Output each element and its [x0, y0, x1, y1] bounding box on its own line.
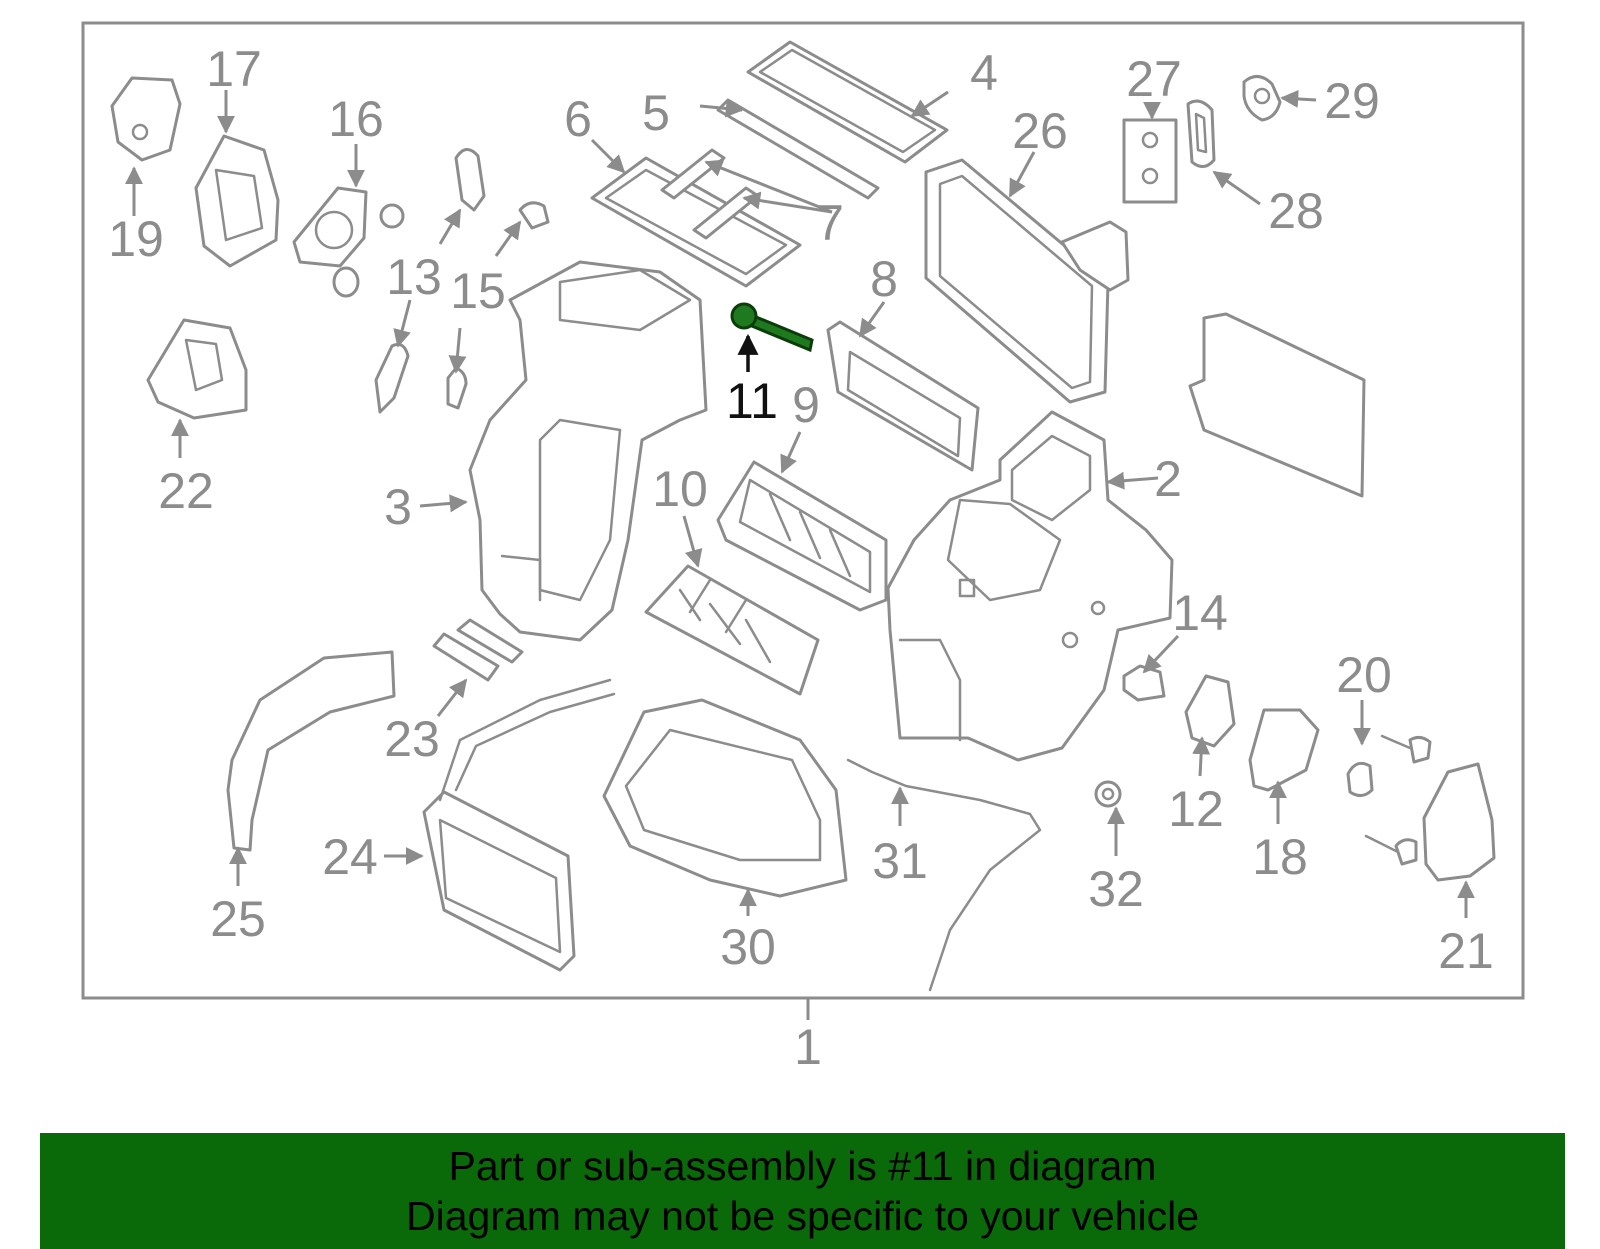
part-30-lower-case [602, 698, 848, 898]
callout-5: 5 [642, 85, 670, 141]
part-4-filter [746, 40, 949, 164]
part-11-highlighted [730, 302, 814, 353]
callout-16: 16 [328, 91, 384, 147]
callout-28: 28 [1268, 183, 1324, 239]
part-27-plate [1122, 118, 1178, 204]
part-24-heater-core [422, 678, 616, 972]
part-insulation-panel [1188, 312, 1366, 498]
part-26-evaporator [924, 158, 1130, 404]
callout-12: 12 [1168, 781, 1224, 837]
callout-18: 18 [1252, 829, 1308, 885]
part-14-piece [1122, 664, 1166, 702]
part-10-filter [644, 564, 820, 696]
part-32-plug [1094, 780, 1122, 808]
part-21-bracket [1422, 762, 1496, 882]
part-9-door [716, 460, 888, 612]
part-13-lever-upper [454, 148, 486, 212]
part-15-link-lower [446, 366, 468, 410]
callout-31: 31 [872, 833, 928, 889]
callout-15: 15 [450, 263, 506, 319]
callout-13: 13 [386, 249, 442, 305]
callout-23: 23 [384, 711, 440, 767]
part-31-hose [846, 758, 1042, 992]
callout-21: 21 [1438, 923, 1494, 979]
callout-14: 14 [1172, 585, 1228, 641]
part-12-actuator [1184, 674, 1236, 748]
part-25-duct [226, 650, 396, 852]
callout-11: 11 [726, 373, 778, 429]
callout-25: 25 [210, 891, 266, 947]
callout-26: 26 [1012, 103, 1068, 159]
part-15-link-upper [518, 201, 550, 230]
callout-19: 19 [108, 211, 164, 267]
callout-labels: 1 2 3 4 5 6 7 8 9 10 11 12 13 14 15 16 1… [108, 41, 1494, 1075]
part-20-fasteners [1346, 734, 1432, 866]
callout-8: 8 [870, 251, 898, 307]
callout-32: 32 [1088, 861, 1144, 917]
banner-line-part: Part or sub-assembly is #11 in diagram [448, 1143, 1157, 1189]
part-28-grommet [1186, 99, 1216, 168]
callout-20: 20 [1336, 647, 1392, 703]
callout-29: 29 [1324, 73, 1380, 129]
callout-7: 7 [816, 195, 844, 251]
part-13-lever-lower [374, 342, 410, 414]
callout-1: 1 [794, 1019, 822, 1075]
callout-9: 9 [792, 377, 820, 433]
part-2-case-right [886, 410, 1174, 762]
part-23-brackets [432, 618, 524, 682]
leader-arrows [125, 89, 1475, 918]
part-22-actuator [146, 318, 248, 420]
callout-10: 10 [652, 461, 708, 517]
part-5-seal [716, 98, 880, 200]
part-17-motor [194, 134, 280, 268]
part-6-gasket [590, 156, 802, 288]
info-banner: Part or sub-assembly is #11 in diagram D… [40, 1133, 1565, 1249]
callout-17: 17 [206, 41, 262, 97]
callout-2: 2 [1154, 451, 1182, 507]
assembly-frame [81, 21, 1525, 1000]
callout-6: 6 [564, 91, 592, 147]
callout-4: 4 [970, 45, 998, 101]
part-18-actuator [1248, 708, 1320, 792]
part-3-case-left [468, 260, 708, 642]
part-29-clip [1242, 75, 1282, 122]
part-8-door [826, 320, 980, 472]
callout-30: 30 [720, 919, 776, 975]
callout-3: 3 [384, 479, 412, 535]
part-16-motor [292, 186, 405, 298]
callout-22: 22 [158, 463, 214, 519]
callout-27: 27 [1126, 51, 1182, 107]
callout-24: 24 [322, 829, 378, 885]
part-19-actuator [110, 76, 182, 162]
banner-line-disclaimer: Diagram may not be specific to your vehi… [405, 1193, 1199, 1239]
